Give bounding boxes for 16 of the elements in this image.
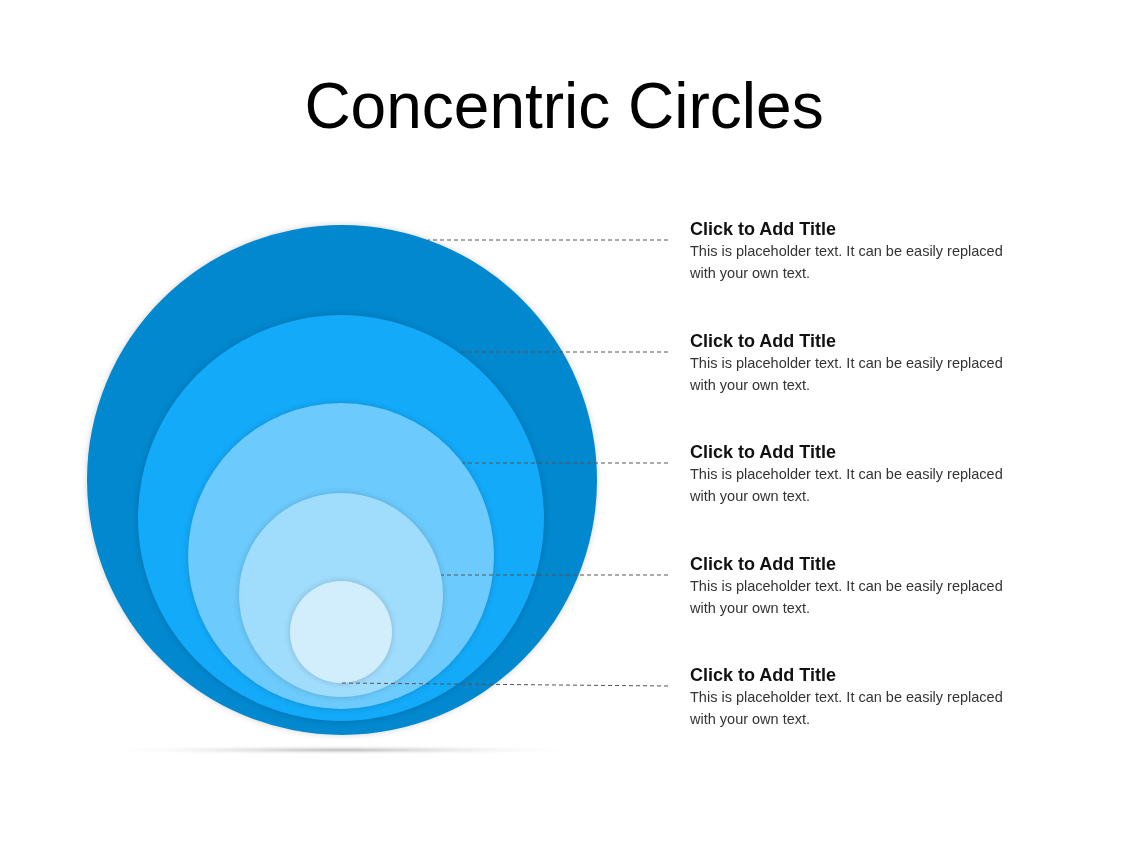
item-description: This is placeholder text. It can be easily replaced with your own text. [690,577,1004,618]
item-description: This is placeholder text. It can be easily replaced with your own text. [690,354,1004,395]
item-heading: Click to Add Title [690,441,837,463]
item-heading: Click to Add Title [690,553,837,575]
item-description: This is placeholder text. It can be easily replaced with your own text. [690,465,1004,506]
leader-line [462,462,669,464]
item-heading: Click to Add Title [690,218,837,240]
leader-line [340,682,669,687]
item-heading: Click to Add Title [690,330,837,352]
item-description: This is placeholder text. It can be easily replaced with your own text. [690,688,1004,729]
item-heading: Click to Add Title [690,664,837,686]
item-description: This is placeholder text. It can be easily replaced with your own text. [690,242,1004,283]
leader-line [427,239,669,241]
circle-ring [290,581,392,683]
leader-line [440,574,669,576]
slide-title: Concentric Circles [303,69,825,144]
